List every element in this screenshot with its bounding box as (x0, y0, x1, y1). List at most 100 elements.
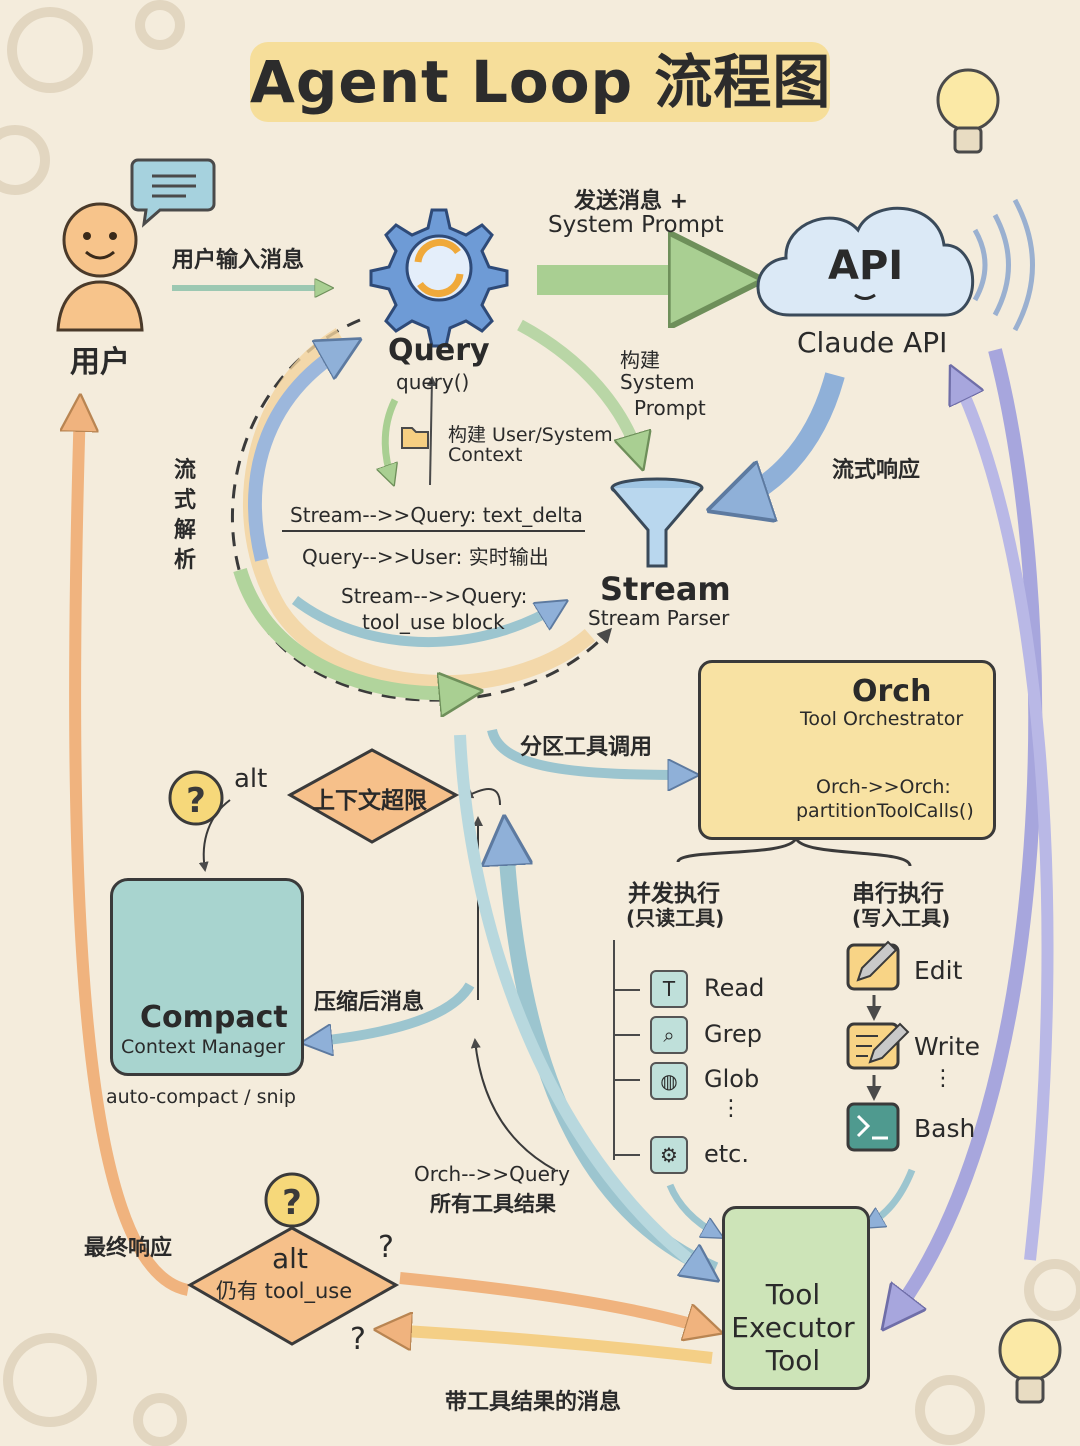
gear-icon: ⚙ (650, 1136, 688, 1174)
arrow-parallel-to-executor (666, 1183, 718, 1235)
edge-build-sp-3: Prompt (634, 396, 706, 420)
tool-use-label: 仍有 tool_use (216, 1279, 353, 1303)
question-icon: ? (264, 1172, 320, 1228)
query-label: Query (388, 333, 490, 368)
edge-stream-resp: 流式响应 (832, 458, 921, 483)
arrow-alt-to-executor (399, 1272, 712, 1330)
pencil-icon (846, 940, 900, 991)
question-icon: ? (168, 770, 224, 826)
tool-executor-box (722, 1206, 870, 1390)
arrow-green-loop (233, 567, 470, 693)
parallel-ellipsis: ⋮ (720, 1096, 742, 1121)
edge-build-sp-1: 构建 (620, 348, 660, 372)
stream-label: Stream (600, 570, 731, 608)
arrow-api-to-executor (890, 348, 1043, 1320)
tool-write: Write (914, 1032, 981, 1061)
edge-send-1: 发送消息 + (574, 189, 689, 214)
parallel-tree-lines (613, 940, 640, 1160)
executor-line3: Tool (765, 1344, 821, 1377)
user-icon (56, 202, 144, 332)
svg-text:?: ? (186, 781, 206, 821)
orch-sub: Tool Orchestrator (800, 708, 964, 730)
arrow-to-orchestrator (487, 728, 690, 775)
arrow-executor-back-to-alt (385, 1330, 713, 1364)
edge-partition: 分区工具调用 (520, 735, 653, 760)
lightbulb-icon (998, 1318, 1062, 1404)
compact-sub: Context Manager (121, 1036, 285, 1058)
text-icon: T (650, 970, 688, 1008)
edge-build-ctx-2: Context (448, 444, 523, 466)
terminal-icon (846, 1102, 900, 1152)
arrow-build-context-up (426, 376, 437, 486)
user-label: 用户 (70, 345, 130, 380)
arrow-query-to-stream (517, 319, 640, 460)
tool-grep: Grep (704, 1020, 762, 1048)
edge-final: 最终响应 (84, 1236, 173, 1261)
magnifier-icon: ⌕ (650, 1016, 688, 1054)
stream-sub: Stream Parser (588, 606, 730, 630)
context-limit-label: 上下文超限 (312, 788, 427, 814)
edge-compressed: 压缩后消息 (314, 990, 425, 1015)
edge-realtime: Query-->>User: 实时输出 (302, 545, 549, 569)
orchestrator-box (698, 660, 996, 840)
compact-label: Compact (140, 1000, 288, 1035)
context-limit-alt: alt (234, 764, 268, 794)
edge-text-delta: Stream-->>Query: text_delta (290, 503, 583, 527)
arrow-results-to-query (470, 1038, 556, 1171)
arrow-executor-to-api (955, 375, 1054, 1261)
edge-results-1: Orch-->>Query (414, 1162, 570, 1186)
context-limit-diamond (286, 748, 460, 844)
edge-question-1: ? (378, 1230, 394, 1265)
gear-refresh-icon (369, 208, 509, 348)
compact-box (110, 878, 304, 1076)
tool-use-alt: alt (272, 1242, 308, 1275)
edge-send-2: System Prompt (548, 212, 724, 238)
tool-bash: Bash (914, 1114, 976, 1143)
executor-line2: Executor (731, 1311, 855, 1344)
arrow-tool-use-block (291, 596, 560, 648)
pencil-icon (846, 1022, 910, 1070)
parallel-title: 并发执行 (628, 881, 720, 907)
executor-line1: Tool (765, 1278, 821, 1311)
serial-ellipsis: ⋮ (932, 1066, 954, 1091)
arrow-compressed-messages (310, 982, 475, 1042)
serial-sub: (写入工具) (852, 906, 951, 930)
edge-question-2: ? (350, 1322, 366, 1357)
folder-icon (401, 427, 429, 449)
arrow-api-to-stream (725, 372, 845, 505)
serial-title: 串行执行 (852, 881, 944, 907)
tool-glob: Glob (704, 1065, 760, 1093)
orch-split-brace (676, 832, 912, 867)
edge-build-ctx-1: 构建 User/System (448, 424, 613, 446)
edge-tool-block-1: Stream-->>Query: (341, 584, 528, 608)
tool-edit: Edit (914, 956, 963, 985)
orch-label: Orch (852, 674, 932, 709)
api-badge: API (828, 243, 904, 289)
speech-bubble-icon (130, 158, 216, 228)
parallel-sub: (只读工具) (626, 906, 725, 930)
arrow-serial-to-executor (868, 1168, 916, 1225)
edge-tool-block-2: tool_use block (362, 610, 505, 634)
globe-icon: ◍ (650, 1062, 688, 1100)
arrow-final-response (75, 405, 190, 1296)
edge-parse: 流式解析 (174, 458, 197, 573)
lightbulb-icon (936, 68, 1000, 154)
edge-results-2: 所有工具结果 (430, 1192, 556, 1216)
edge-user-input: 用户输入消息 (172, 248, 305, 273)
arrow-build-context-down (385, 398, 395, 480)
loop-dashed-ring (231, 318, 613, 702)
page-title: Agent Loop 流程图 (250, 42, 830, 122)
tool-read: Read (704, 974, 765, 1002)
compact-note: auto-compact / snip (106, 1086, 296, 1108)
query-fn: query() (396, 370, 470, 394)
arrow-parse-back-to-query (248, 345, 350, 562)
orch-self-call-2: partitionToolCalls() (796, 800, 974, 822)
arrow-loop-to-executor (454, 734, 710, 1275)
funnel-icon (610, 477, 704, 568)
edge-with-results: 带工具结果的消息 (445, 1390, 622, 1415)
claude-api-label: Claude API (797, 326, 948, 359)
orch-self-call-1: Orch->>Orch: (816, 776, 951, 798)
tool-etc: etc. (704, 1140, 749, 1168)
